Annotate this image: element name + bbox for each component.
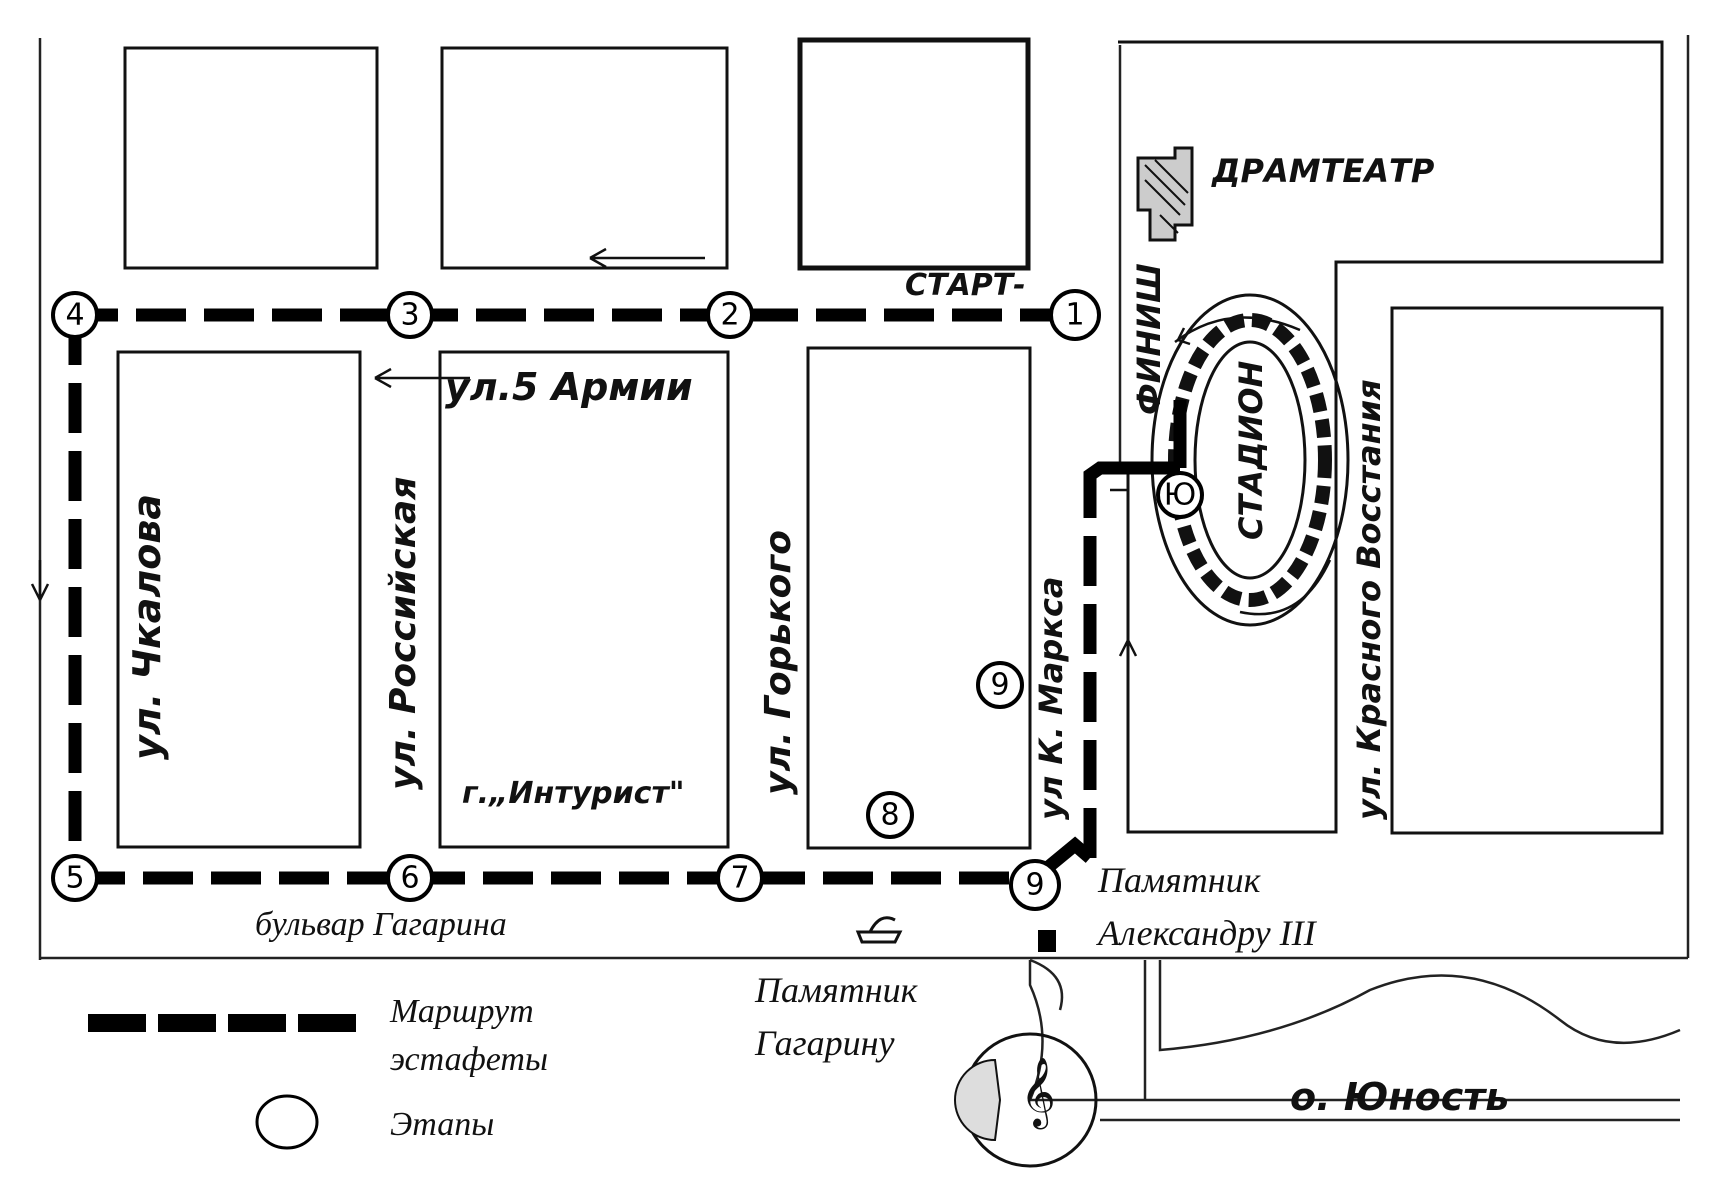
legend-route-label: Маршрут — [389, 993, 534, 1030]
stage-circle — [716, 854, 764, 902]
monument-alexander-icon — [1038, 930, 1056, 952]
stage-number: 9 — [990, 668, 1009, 703]
start-label: СТАРТ- — [905, 268, 1026, 303]
stage-number: 2 — [720, 298, 739, 333]
arrow-icon — [1174, 316, 1301, 343]
stadium-label: СТАДИОН — [1232, 360, 1270, 540]
arrow-left-icon — [374, 367, 470, 389]
island-yunost-label: о. Юность — [1290, 1075, 1509, 1119]
arrow-left-icon — [589, 247, 705, 269]
stage-number: Ю — [1164, 478, 1196, 513]
street-gorkogo-label: ул. Горького — [758, 530, 799, 795]
stage-number: 9 — [1025, 868, 1044, 903]
street-rossiyskaya-label: ул. Российская — [383, 477, 424, 790]
stage-number: 3 — [400, 298, 419, 333]
arrow-icon — [1239, 559, 1332, 616]
stage-circle — [1049, 289, 1101, 341]
hotel-inturist-label: г.„Интурист" — [462, 776, 684, 811]
finish-label: ФИНИШ — [1130, 263, 1168, 415]
stadium-block — [1118, 40, 1664, 834]
block — [1390, 306, 1664, 835]
stage-circle — [866, 791, 914, 839]
stage-marker: Ю — [1156, 471, 1204, 519]
stage-marker: 9 — [976, 661, 1024, 709]
stage-circle — [706, 291, 754, 339]
legend-route-label-2: эстафеты — [390, 1041, 548, 1078]
stage-number: 1 — [1065, 298, 1084, 333]
stage-circle — [386, 854, 434, 902]
stage-marker: 7 — [716, 854, 764, 902]
direction-arrows — [30, 247, 1138, 670]
stage-marker: 3 — [386, 291, 434, 339]
block — [440, 46, 729, 270]
monument-gagarin-label-2: Гагарину — [754, 1023, 894, 1063]
legend-stage-circle-icon — [255, 1094, 319, 1150]
stage-circle — [51, 291, 99, 339]
treble-clef-icon: 𝄞 — [1020, 1057, 1055, 1129]
monument-gagarin-icon — [855, 916, 903, 944]
monument-alexander-label: Памятник — [1097, 860, 1262, 900]
legend: Маршрут эстафеты Этапы — [88, 993, 548, 1150]
street-marksa-label: ул К. Маркса — [1032, 576, 1070, 820]
road-grid — [38, 35, 1690, 960]
dramteatr-building-icon — [1136, 146, 1194, 242]
street-chkalova-label: ул. Чкалова — [125, 494, 169, 760]
legend-stages-label: Этапы — [390, 1106, 494, 1143]
monument-alexander-label-2: Александру III — [1096, 913, 1318, 953]
stage-marker: 6 — [386, 854, 434, 902]
block — [438, 350, 730, 849]
street-krasnogo-label: ул. Красного Восстания — [1350, 379, 1388, 820]
arrow-down-icon — [30, 560, 50, 601]
city-blocks — [116, 37, 1664, 850]
stage-number: 6 — [400, 861, 419, 896]
stage-marker: 5 — [51, 854, 99, 902]
street-5army-label: ул.5 Армии — [445, 365, 693, 409]
stage-marker: 9 — [1009, 859, 1061, 911]
stage-number: 5 — [65, 861, 84, 896]
stage-marker: 4 — [51, 291, 99, 339]
stage-marker: 8 — [866, 791, 914, 839]
block — [123, 46, 379, 270]
arrow-icon — [1176, 327, 1191, 346]
monument-gagarin-label: Памятник — [754, 970, 919, 1010]
island-yunost: 𝄞 — [954, 958, 1681, 1168]
boulevard-gagarina-label: бульвар Гагарина — [255, 906, 507, 943]
relay-route — [68, 308, 1187, 952]
street-labels: СТАРТ- ДРАМТЕАТР ул.5 Армии ул. Чкалова … — [125, 152, 1509, 1119]
stage-circle — [1156, 471, 1204, 519]
arrow-up-icon — [1118, 639, 1138, 670]
stage-circle — [386, 291, 434, 339]
stage-number: 7 — [730, 861, 749, 896]
block — [806, 346, 1032, 850]
stage-circle — [976, 661, 1024, 709]
stage-markers: 1 2 3 4 5 6 7 8 9 9 Ю — [51, 289, 1204, 911]
stage-number: 8 — [880, 798, 899, 833]
stage-marker: 2 — [706, 291, 754, 339]
stage-marker: 1 — [1049, 289, 1101, 341]
block — [116, 350, 362, 849]
block — [797, 37, 1031, 271]
dramteatr-label: ДРАМТЕАТР — [1211, 152, 1435, 190]
stage-circle — [1009, 859, 1061, 911]
stage-number: 4 — [65, 298, 84, 333]
stage-circle — [51, 854, 99, 902]
